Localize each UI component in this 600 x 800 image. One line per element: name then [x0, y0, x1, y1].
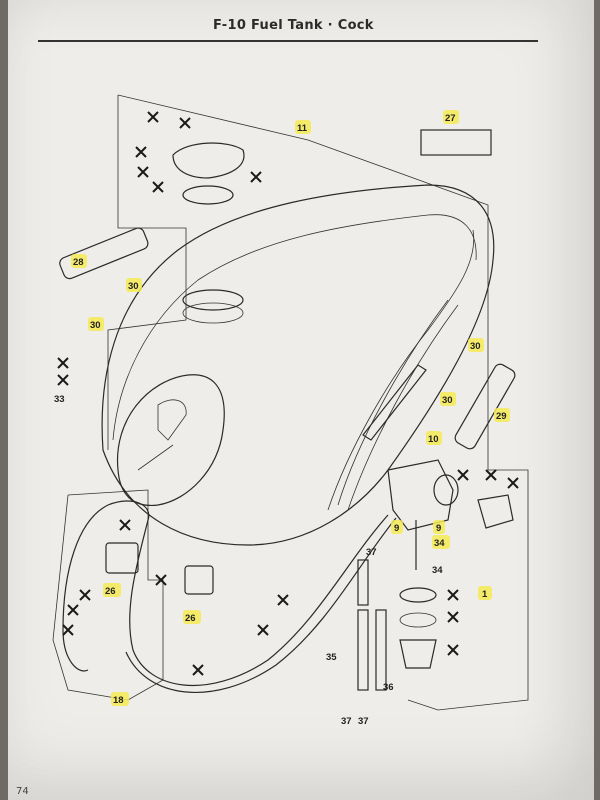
page-number: 74 — [16, 786, 29, 797]
svg-text:30: 30 — [442, 395, 453, 406]
filler-neck-ring — [182, 289, 244, 311]
svg-text:37: 37 — [358, 716, 369, 727]
svg-text:26: 26 — [105, 586, 116, 597]
callout-29: 29 — [494, 408, 510, 422]
callout-1: 1 — [478, 586, 492, 600]
fuel-cock-body — [387, 459, 454, 531]
knee-pad-emblem-recess — [157, 399, 187, 441]
callout-27: 27 — [443, 110, 459, 124]
group-boundary-right — [117, 94, 529, 711]
callout-9b: 9 — [433, 520, 445, 534]
fuel-cock-lever — [433, 474, 459, 506]
page-title: F-10 Fuel Tank · Cock — [213, 18, 374, 33]
callout-11: 11 — [295, 120, 311, 134]
callout-30b: 30 — [88, 317, 104, 331]
group-boundary-left — [107, 95, 187, 450]
svg-text:30: 30 — [90, 320, 101, 331]
svg-text:11: 11 — [297, 123, 308, 134]
strainer-screen — [399, 587, 437, 603]
svg-text:30: 30 — [128, 281, 139, 292]
callout-9a: 9 — [391, 520, 403, 534]
callout-36: 36 — [383, 682, 394, 693]
fuel-tank-body — [101, 184, 495, 546]
callout-30d: 30 — [440, 392, 456, 406]
fuel-tube-35b — [375, 609, 387, 691]
svg-text:30: 30 — [470, 341, 481, 352]
callout-18: 18 — [111, 692, 129, 706]
fuel-cock-plate — [477, 494, 514, 529]
svg-text:34: 34 — [432, 565, 443, 576]
badge-mount-plate — [362, 364, 427, 441]
callout-37a: 37 — [366, 547, 377, 558]
callout-30a: 30 — [126, 278, 142, 292]
svg-text:27: 27 — [445, 113, 456, 124]
filler-cap — [172, 142, 245, 179]
header-rule — [38, 40, 538, 42]
svg-text:37: 37 — [366, 547, 377, 558]
svg-text:36: 36 — [383, 682, 394, 693]
knee-pad-line — [137, 444, 174, 471]
svg-text:1: 1 — [482, 589, 488, 600]
tank-cushion-27 — [420, 129, 492, 156]
callout-33: 33 — [54, 394, 65, 405]
callout-26a: 26 — [103, 583, 121, 597]
parts-catalog-page: F-10 Fuel Tank · Cock — [8, 0, 594, 800]
callout-37b: 37 — [341, 716, 352, 727]
callout-34a: 34 — [432, 535, 450, 549]
svg-text:29: 29 — [496, 411, 507, 422]
rubber-cushion-26b — [184, 565, 214, 595]
callout-10: 10 — [426, 431, 442, 445]
honda-emblem-left — [59, 227, 149, 280]
svg-text:35: 35 — [326, 652, 337, 663]
svg-text:18: 18 — [113, 695, 124, 706]
discontinued-marks — [57, 111, 519, 676]
callout-26b: 26 — [183, 610, 201, 624]
svg-text:26: 26 — [185, 613, 196, 624]
callout-34b: 34 — [432, 565, 443, 576]
svg-text:37: 37 — [341, 716, 352, 727]
filler-neck-ring-lower — [182, 302, 244, 324]
strainer-gasket — [399, 612, 437, 628]
exploded-parts-diagram: 11 27 28 30 30 30 30 29 — [52, 94, 529, 727]
callout-37c: 37 — [358, 716, 369, 727]
honda-emblem-right — [454, 363, 516, 450]
svg-text:10: 10 — [428, 434, 439, 445]
cap-gasket — [182, 185, 234, 205]
fuel-tank-stripe-2 — [347, 304, 459, 511]
svg-text:28: 28 — [73, 257, 84, 268]
callout-28: 28 — [71, 254, 87, 268]
sediment-cup — [399, 639, 437, 669]
svg-text:33: 33 — [54, 394, 65, 405]
svg-text:9: 9 — [394, 523, 399, 534]
svg-text:34: 34 — [434, 538, 445, 549]
callout-30c: 30 — [468, 338, 484, 352]
callout-35: 35 — [326, 652, 337, 663]
rubber-cushion-26a — [105, 542, 139, 574]
knee-pad — [116, 374, 225, 507]
fuel-tube-2 — [125, 517, 397, 694]
fuel-tank-stripe — [337, 299, 449, 506]
fuel-tank-seam — [112, 214, 477, 441]
fuel-tube-35a — [357, 609, 369, 691]
fuel-tube-short — [357, 559, 369, 606]
svg-text:9: 9 — [436, 523, 441, 534]
